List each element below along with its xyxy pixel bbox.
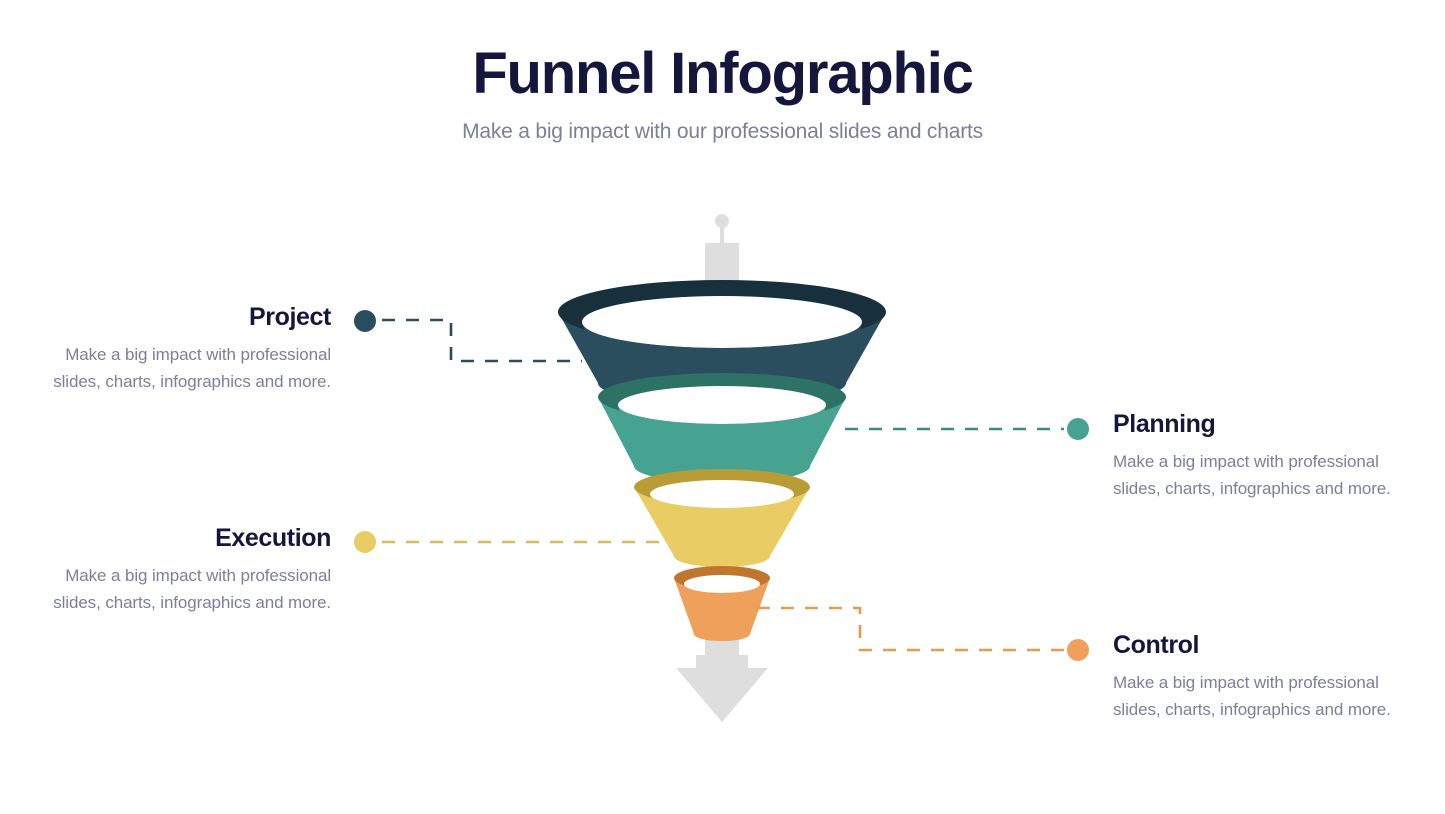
funnel-segment-control-bottom-rim [694, 627, 750, 641]
callout-control[interactable]: Control Make a big impact with professio… [1113, 633, 1413, 724]
callout-title-execution: Execution [215, 524, 331, 552]
funnel-segment-planning-body [598, 397, 846, 466]
marker-dot-control[interactable] [1067, 639, 1089, 661]
funnel-segment-control-top-rim [674, 566, 770, 590]
funnel-segment-control[interactable] [674, 566, 770, 641]
arrow-tail-stem [720, 226, 724, 250]
callout-title-planning: Planning [1113, 410, 1216, 438]
funnel-segment-execution[interactable] [634, 469, 810, 567]
callout-title-control: Control [1113, 631, 1200, 659]
funnel-segment-project-bottom-rim [598, 361, 846, 405]
connector-line-control [757, 606, 1064, 652]
funnel-segment-execution-body [634, 487, 810, 556]
funnel-segment-project-body [558, 312, 886, 383]
funnel-segment-project[interactable] [558, 280, 886, 405]
flow-arrow [676, 214, 768, 722]
funnel-segment-control-inner-wall [684, 584, 760, 641]
funnel-segment-planning-inner-wall [618, 405, 826, 483]
page-subtitle: Make a big impact with our professional … [462, 119, 983, 143]
callout-execution[interactable]: Execution Make a big impact with profess… [31, 526, 331, 617]
funnel-segment-control-body [674, 578, 770, 634]
marker-dot-project[interactable] [354, 310, 376, 332]
callout-project[interactable]: Project Make a big impact with professio… [31, 305, 331, 396]
funnel-segment-planning-inner [618, 386, 826, 424]
funnel-segment-control-inner [684, 575, 760, 593]
page-title: Funnel Infographic [472, 41, 974, 106]
callout-body-control: Make a big impact with professional slid… [1113, 673, 1391, 719]
connector-line-project [382, 318, 582, 363]
callout-title-project: Project [249, 303, 331, 331]
arrow-shaft [705, 243, 739, 663]
marker-dot-execution[interactable] [354, 531, 376, 553]
arrow-tail-fletch [705, 243, 739, 700]
arrow-tail-dot [715, 214, 729, 228]
funnel-segment-execution-inner [650, 480, 794, 508]
funnel-segment-execution-inner-wall [650, 494, 794, 567]
arrow-head [676, 655, 768, 722]
funnel-segment-project-inner [582, 296, 862, 348]
funnel-segment-planning-bottom-rim [634, 449, 810, 483]
marker-dot-planning[interactable] [1067, 418, 1089, 440]
funnel-segment-planning-top-rim [598, 373, 846, 421]
funnel-segment-execution-bottom-rim [674, 545, 770, 567]
callout-body-project: Make a big impact with professional slid… [53, 345, 331, 391]
funnel-segment-execution-top-rim [634, 469, 810, 505]
funnel-segment-project-top-rim [558, 280, 886, 344]
callout-body-execution: Make a big impact with professional slid… [53, 566, 331, 612]
funnel-segment-planning[interactable] [598, 373, 846, 483]
callout-body-planning: Make a big impact with professional slid… [1113, 452, 1391, 498]
funnel-segment-project-inner-wall [582, 322, 862, 405]
callout-planning[interactable]: Planning Make a big impact with professi… [1113, 412, 1413, 503]
header: Funnel Infographic Make a big impact wit… [0, 41, 1445, 144]
